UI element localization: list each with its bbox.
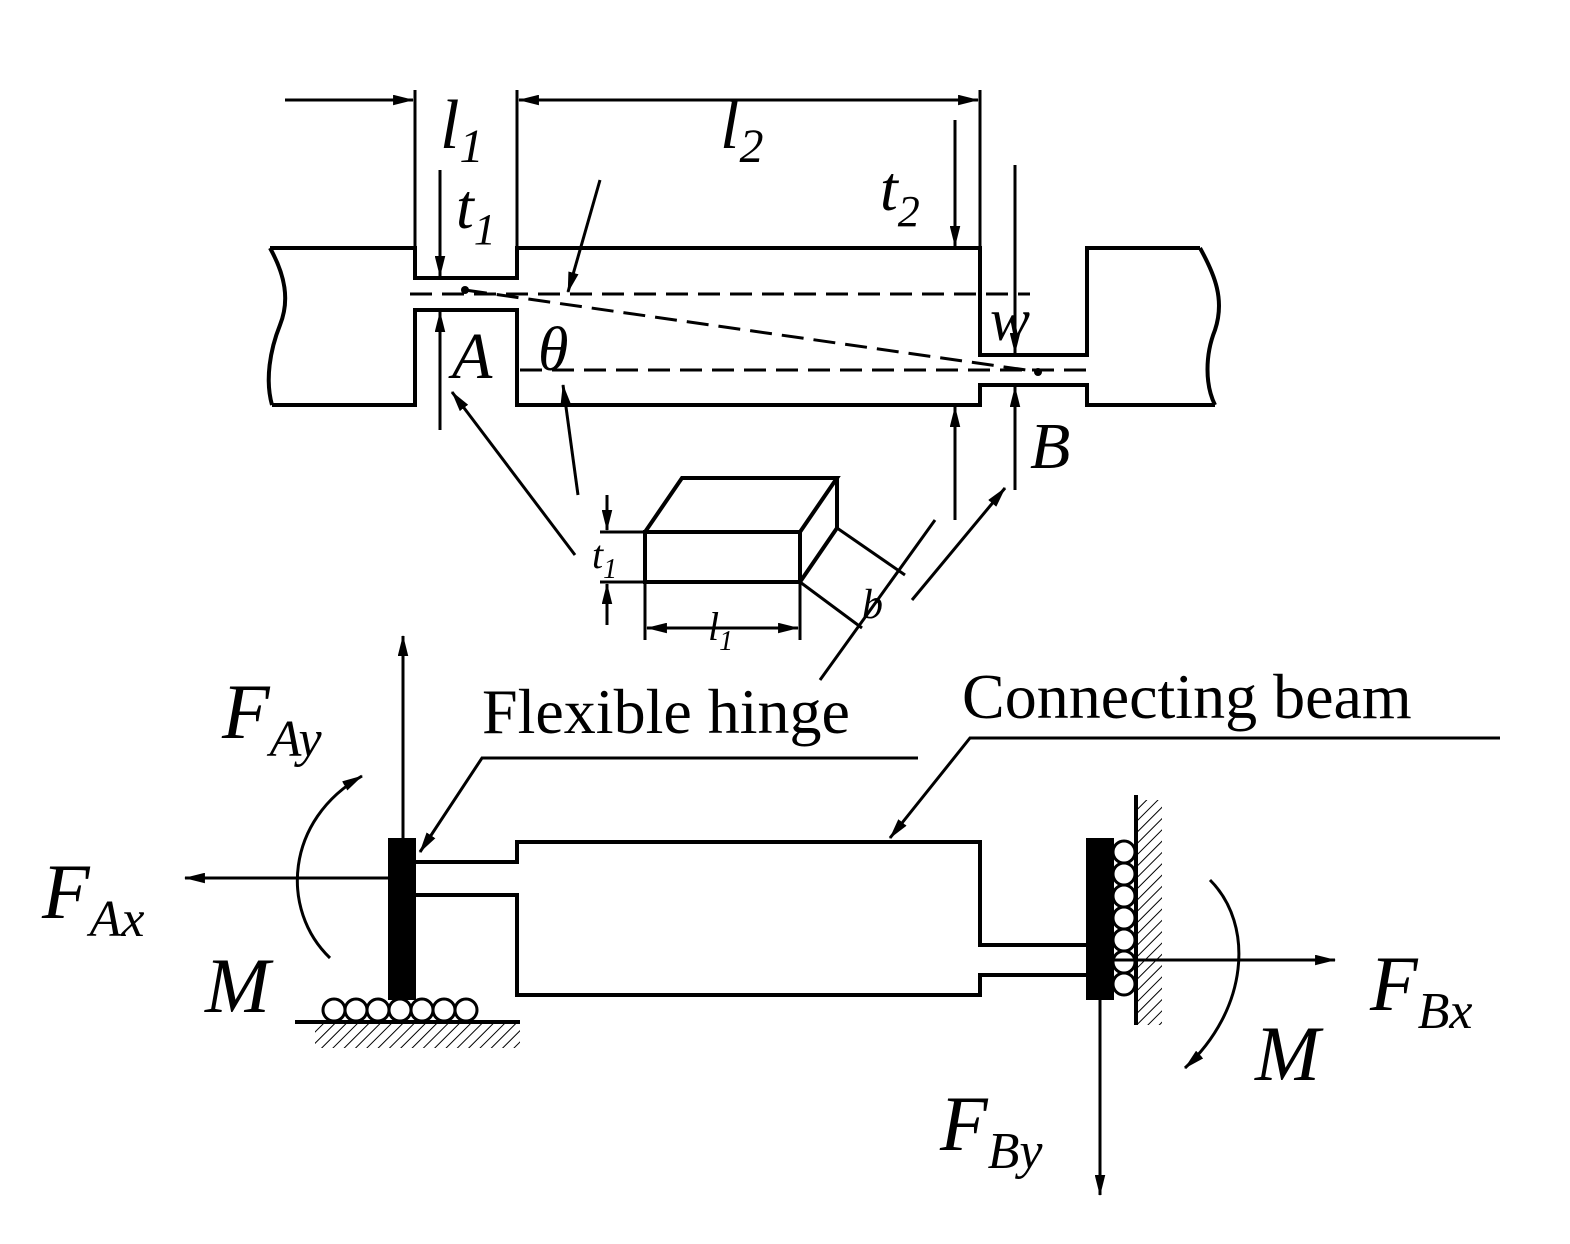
- right-ground-hatch: [1136, 800, 1162, 1025]
- bottom-outline: [272, 308, 1215, 407]
- leader-to-a: [450, 391, 577, 556]
- inset-b-arrow: [818, 519, 937, 681]
- inclined-dashed-line: [464, 288, 1041, 374]
- label-t2: t2: [880, 153, 920, 236]
- moment-left-arrow: [295, 774, 363, 960]
- left-break-line: [266, 247, 288, 406]
- left-ground-hatch: [315, 1022, 520, 1048]
- label-fax: FAx: [41, 848, 145, 948]
- connecting-beam-leader: [888, 736, 1500, 839]
- label-a: A: [448, 320, 493, 393]
- label-t1: t1: [456, 171, 496, 254]
- inset-box-top: [643, 476, 841, 534]
- label-fby: FBy: [939, 1080, 1043, 1180]
- theta-arrow-bottom: [560, 383, 580, 496]
- right-break-line: [1198, 247, 1222, 406]
- inset-label-b: b: [862, 582, 883, 628]
- label-theta: θ: [538, 316, 568, 384]
- left-support-block: [388, 838, 416, 1000]
- flexible-hinge-leader: [418, 756, 918, 853]
- inset-box-side: [798, 478, 839, 584]
- inset-b-ext-top: [836, 526, 906, 577]
- top-structure: l1 l2 t1 t2 θ w A B: [266, 87, 1222, 601]
- fbd-beam-outline: [415, 840, 1087, 997]
- left-rollers: [321, 997, 479, 1023]
- label-m-left: M: [204, 942, 274, 1029]
- label-fbx: FBx: [1369, 940, 1473, 1040]
- inset-label-l1: l1: [708, 604, 733, 657]
- leader-to-b: [910, 487, 1007, 601]
- inset-box-front: [643, 530, 802, 584]
- label-fay: FAy: [221, 668, 323, 768]
- free-body-diagram: FAy FAx M FBx M FBy: [41, 634, 1473, 1197]
- callouts: Flexible hinge Connecting beam: [418, 661, 1500, 853]
- inset-label-t1: t1: [592, 532, 617, 585]
- label-m-right: M: [1254, 1010, 1324, 1097]
- callout-flexible-hinge: Flexible hinge: [482, 676, 850, 747]
- theta-arrow-top: [566, 179, 602, 294]
- point-b-dot: [1034, 368, 1042, 376]
- label-l2: l2: [720, 87, 763, 173]
- moment-right-arrow: [1183, 878, 1241, 1070]
- callout-connecting-beam: Connecting beam: [962, 661, 1412, 732]
- label-w: w: [990, 287, 1030, 353]
- top-outline: [270, 246, 1200, 357]
- right-support-block: [1086, 838, 1114, 1000]
- label-b: B: [1030, 410, 1070, 483]
- right-rollers: [1111, 839, 1137, 997]
- inset-b-ext-bottom: [799, 580, 863, 630]
- point-a-dot: [461, 286, 469, 294]
- hinge-inset: t1 l1 b: [592, 476, 937, 681]
- label-l1: l1: [440, 87, 483, 173]
